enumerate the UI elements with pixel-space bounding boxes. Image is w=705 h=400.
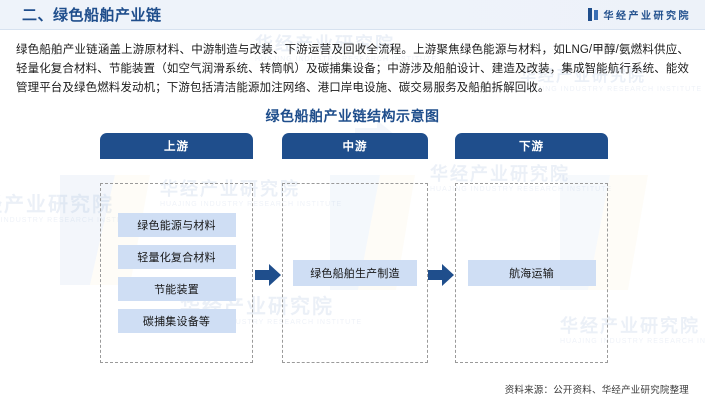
node-item: 绿色船舶生产制造 <box>293 260 417 286</box>
right-arrow-icon <box>255 264 281 286</box>
node-item: 轻量化复合材料 <box>117 245 236 269</box>
chart-container: 绿色船舶产业链结构示意图 上游 中游 下游 绿色能源与材料 轻量化复合材料 节能… <box>0 106 705 373</box>
node-item: 节能装置 <box>117 277 236 301</box>
industry-chain-diagram: 上游 中游 下游 绿色能源与材料 轻量化复合材料 节能装置 碳捕集设备等 绿色船… <box>16 133 689 373</box>
column-body-midstream: 绿色船舶生产制造 <box>282 183 428 363</box>
right-arrow-icon <box>428 264 454 286</box>
chart-title: 绿色船舶产业链结构示意图 <box>265 108 440 124</box>
column-header-downstream: 下游 <box>455 133 608 159</box>
source-note: 资料来源：公开资料、华经产业研究院整理 <box>504 385 689 396</box>
column-header-midstream: 中游 <box>282 133 428 159</box>
brand-name: 华经产业研究院 <box>603 11 691 22</box>
intro-paragraph: 绿色船舶产业链涵盖上游原材料、中游制造与改装、下游运营及回收全流程。上游聚焦绿色… <box>16 44 689 94</box>
column-header-upstream: 上游 <box>100 133 253 159</box>
node-item: 碳捕集设备等 <box>117 309 236 333</box>
page-header: 二、绿色船舶产业链 华经产业研究院 <box>0 0 705 30</box>
brand-logo: 华经产业研究院 <box>587 7 692 22</box>
node-item: 绿色能源与材料 <box>117 213 236 237</box>
page-title: 二、绿色船舶产业链 <box>22 7 162 24</box>
node-item: 航海运输 <box>467 260 596 286</box>
column-body-upstream: 绿色能源与材料 轻量化复合材料 节能装置 碳捕集设备等 <box>100 183 253 363</box>
book-mark-icon <box>587 8 599 21</box>
column-body-downstream: 航海运输 <box>455 183 608 363</box>
